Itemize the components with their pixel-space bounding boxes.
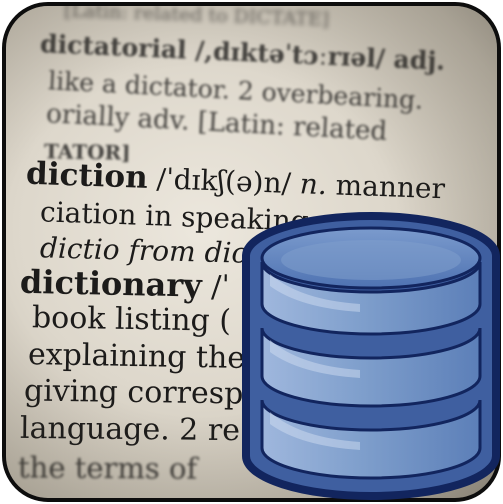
dictionary-entry-dictionary: dictionary /ˈ <box>19 262 230 306</box>
part-of-speech: n. <box>299 167 328 202</box>
highlight <box>270 274 360 312</box>
headword: dictionary <box>19 262 203 305</box>
pronunciation: /ˈdɪkʃ(ə)n/ <box>156 162 292 200</box>
cylinder-segment-top <box>260 261 482 336</box>
cylinder-lid-highlight <box>281 240 461 280</box>
highlight <box>270 340 360 378</box>
pronunciation: /ˈ <box>210 269 230 306</box>
definition-fragment: manner <box>335 168 446 206</box>
headword: diction <box>25 155 149 196</box>
dictionary-text-line: book listing ( <box>31 300 232 339</box>
cylinder-segment-bottom <box>260 399 482 480</box>
cylinder-segment-middle <box>260 327 482 408</box>
dictionary-text-line: dictio from dic <box>39 231 248 270</box>
dictionary-text-line: language. 2 re <box>19 410 241 449</box>
dictionary-text-line: dictatorial /,dɪktəˈtɔːrɪəl/ adj. <box>39 29 446 76</box>
database-cylinder-icon <box>242 212 500 500</box>
dictionary-text-line: giving corresp <box>23 373 244 412</box>
dictionary-text-line: [Latin: related to DICTATE] <box>63 2 330 31</box>
dictionary-text-line: explaining the <box>27 337 246 376</box>
highlight <box>270 412 360 450</box>
dictionary-text-line: the terms of <box>17 450 198 486</box>
